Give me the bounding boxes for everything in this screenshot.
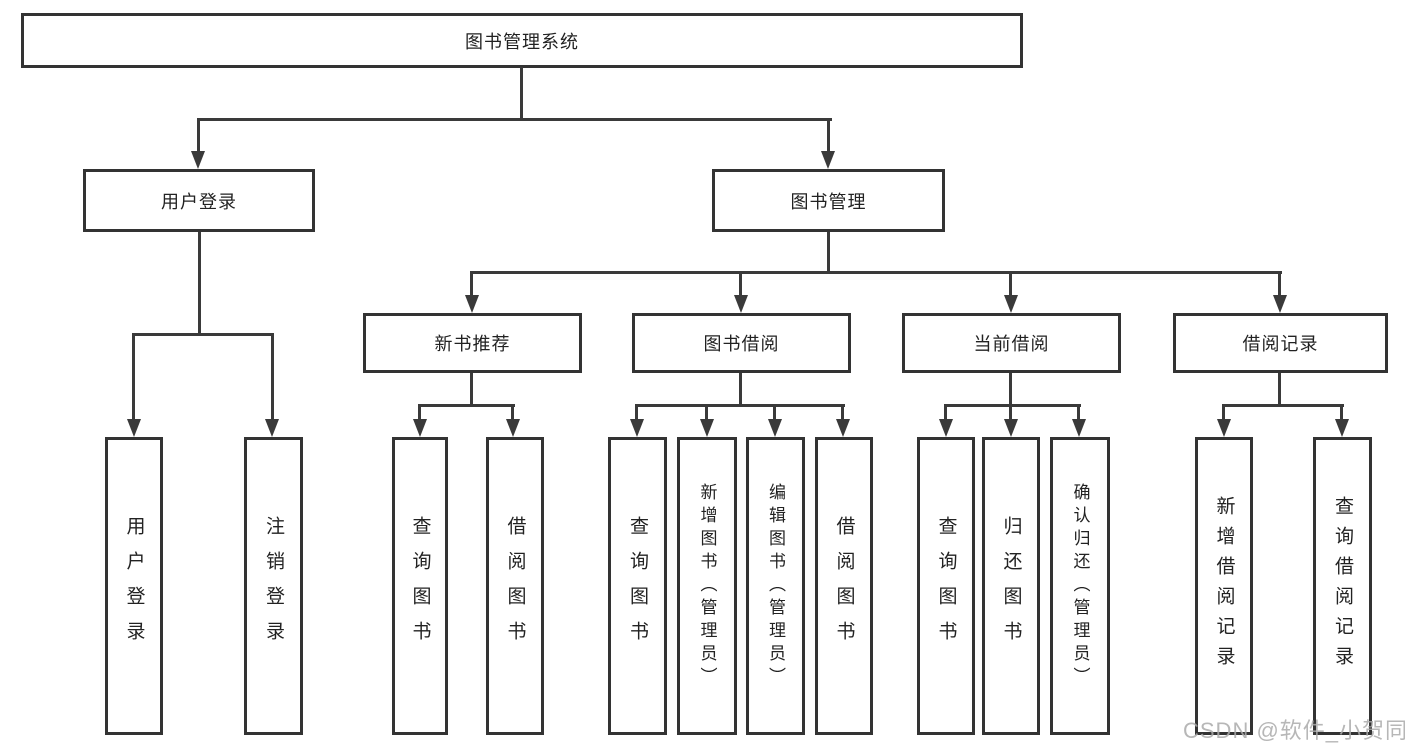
connector-drop-bb3 [773,404,776,421]
node-borrow-record: 借阅记录 [1173,313,1388,373]
connector-record-stem [1278,373,1281,406]
connector-drop-book-mgmt [827,118,830,153]
leaf-cb-confirm-return-admin-label: 确认归还（管理员） [1070,482,1090,690]
leaf-nb-query-book: 查询图书 [392,437,448,735]
connector-drop-leaf-login [132,333,135,421]
connector-drop-leaf-logout [271,333,274,421]
arrowhead-br1 [1217,419,1231,437]
arrowhead-cb3 [1072,419,1086,437]
node-current-borrow: 当前借阅 [902,313,1121,373]
leaf-cb-confirm-return-admin: 确认归还（管理员） [1050,437,1110,735]
node-user-login-label: 用户登录 [161,191,237,212]
connector-drop-current [1009,271,1012,297]
connector-bookmgmt-stem [827,232,830,274]
arrowhead-book-mgmt [821,151,835,169]
csdn-watermark: CSDN @软件_小贺同学 [1183,718,1405,743]
connector-drop-bb1 [635,404,638,421]
leaf-logout-label: 注销登录 [263,516,284,656]
connector-drop-record [1278,271,1281,297]
leaf-bb-edit-book-admin-label: 编辑图书（管理员） [766,482,785,690]
connector-drop-newbook [470,271,473,297]
node-book-borrow-label: 图书借阅 [703,334,780,354]
connector-newbook-stem [470,373,473,406]
connector-drop-nb1 [418,404,421,421]
connector-current-stem [1009,373,1012,406]
node-book-mgmt: 图书管理 [712,169,945,232]
node-borrow-record-label: 借阅记录 [1242,334,1319,354]
connector-bookmgmt-distributor [470,271,1282,274]
connector-newbook-distributor [419,404,515,407]
connector-record-distributor [1222,404,1344,407]
leaf-nb-query-book-label: 查询图书 [409,516,431,656]
arrowhead-nb2 [506,419,520,437]
leaf-bb-query-book-label: 查询图书 [627,516,648,656]
connector-borrow-stem [739,373,742,406]
leaf-logout: 注销登录 [244,437,303,735]
connector-drop-nb2 [511,404,514,421]
leaf-br-add-record-label: 新增借阅记录 [1213,496,1235,676]
leaf-bb-edit-book-admin: 编辑图书（管理员） [746,437,805,735]
arrowhead-newbook [465,295,479,313]
arrowhead-record [1273,295,1287,313]
arrowhead-borrow [734,295,748,313]
leaf-user-login: 用户登录 [105,437,163,735]
leaf-br-add-record: 新增借阅记录 [1195,437,1253,735]
arrowhead-bb2 [700,419,714,437]
connector-drop-cb3 [1077,404,1080,421]
node-root: 图书管理系统 [21,13,1023,68]
leaf-bb-query-book: 查询图书 [608,437,667,735]
leaf-bb-add-book-admin-label: 新增图书（管理员） [697,482,717,690]
arrowhead-leaf-login [127,419,141,437]
node-root-label: 图书管理系统 [465,31,579,52]
leaf-br-query-record: 查询借阅记录 [1313,437,1372,735]
connector-drop-cb1 [944,404,947,421]
arrowhead-bb4 [836,419,850,437]
connector-userlogin-stem [198,232,201,336]
connector-drop-bb4 [841,404,844,421]
arrowhead-current [1004,295,1018,313]
connector-current-distributor [944,404,1081,407]
leaf-bb-borrow-book: 借阅图书 [815,437,873,735]
leaf-cb-query-book-label: 查询图书 [935,516,957,656]
connector-userlogin-distributor [132,333,274,336]
node-book-mgmt-label: 图书管理 [790,191,867,212]
connector-drop-borrow [739,271,742,297]
connector-drop-br1 [1222,404,1225,421]
connector-drop-cb2 [1009,404,1012,421]
leaf-bb-add-book-admin: 新增图书（管理员） [677,437,737,735]
node-new-book-rec-label: 新书推荐 [434,334,511,354]
arrowhead-leaf-logout [265,419,279,437]
node-new-book-rec: 新书推荐 [363,313,582,373]
connector-root-stem [520,67,523,120]
arrowhead-cb1 [939,419,953,437]
leaf-cb-query-book: 查询图书 [917,437,975,735]
leaf-nb-borrow-book: 借阅图书 [486,437,544,735]
node-book-borrow: 图书借阅 [632,313,851,373]
leaf-user-login-label: 用户登录 [123,516,145,656]
connector-drop-user-login [197,118,200,153]
arrowhead-cb2 [1004,419,1018,437]
leaf-nb-borrow-book-label: 借阅图书 [504,516,526,656]
arrowhead-bb3 [768,419,782,437]
arrowhead-bb1 [630,419,644,437]
arrowhead-user-login [191,151,205,169]
node-user-login: 用户登录 [83,169,315,232]
connector-borrow-distributor [635,404,845,407]
leaf-bb-borrow-book-label: 借阅图书 [833,516,855,656]
leaf-cb-return-book-label: 归还图书 [1000,516,1022,656]
arrowhead-br2 [1335,419,1349,437]
connector-root-distributor [197,118,832,121]
connector-drop-bb2 [705,404,708,421]
arrowhead-nb1 [413,419,427,437]
leaf-cb-return-book: 归还图书 [982,437,1040,735]
connector-drop-br2 [1340,404,1343,421]
leaf-br-query-record-label: 查询借阅记录 [1332,496,1353,676]
node-current-borrow-label: 当前借阅 [973,334,1050,354]
